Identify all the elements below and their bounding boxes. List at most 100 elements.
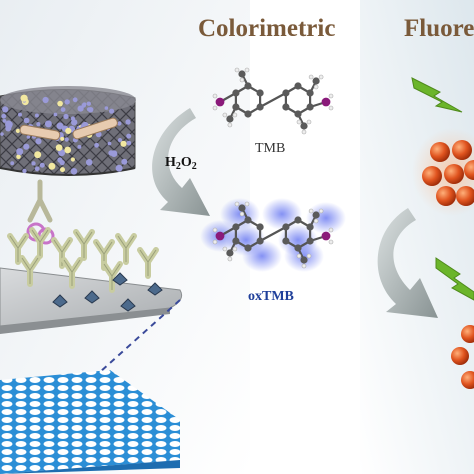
nanozyme-dot: [26, 135, 31, 139]
nanoparticle: [436, 186, 456, 206]
nanozyme-dot: [121, 158, 128, 165]
carbon-atom: [232, 237, 240, 245]
nanoparticle: [451, 347, 469, 365]
nanoparticle: [452, 140, 472, 160]
nanozyme-dot: [5, 120, 13, 128]
capture-antibodies: [7, 227, 159, 293]
nanozyme-dot: [16, 148, 24, 156]
pyramid-icon: [120, 298, 136, 312]
nanoparticle: [422, 166, 442, 186]
nanozyme-dot: [117, 138, 123, 143]
hydrogen-atom: [328, 227, 334, 233]
antibody-linker: [27, 179, 53, 223]
nanozyme-dot: [55, 144, 63, 152]
methyl-carbon: [238, 204, 246, 212]
carbon-atom: [282, 103, 290, 111]
carbon-atom: [282, 237, 290, 245]
nanozyme-dot: [107, 141, 112, 146]
hydrogen-atom: [318, 74, 324, 80]
background-right: [360, 0, 474, 474]
nanoparticle: [461, 325, 474, 343]
nanozyme-dot: [60, 107, 66, 112]
hydrogen-atom: [227, 122, 233, 128]
hydrogen-atom: [296, 119, 302, 125]
hydrogen-atom: [212, 227, 218, 233]
nanozyme-dot: [23, 143, 30, 150]
glow-blob: [306, 202, 346, 234]
antibody-icon: [115, 233, 137, 265]
antibody-icon: [73, 229, 95, 261]
antibody-icon: [19, 255, 41, 287]
hydrogen-atom: [301, 129, 307, 135]
nanozyme-dot: [117, 121, 122, 126]
nanozyme-dot: [57, 100, 63, 107]
carbon-atom: [232, 103, 240, 111]
nanozyme-dot: [64, 99, 70, 105]
carbon-atom: [294, 82, 302, 90]
carbon-atom: [306, 103, 314, 111]
nitrogen-atom: [321, 231, 331, 241]
nanozyme-dot: [1, 113, 7, 119]
nanozyme-dot: [31, 161, 36, 166]
methyl-carbon: [238, 70, 246, 78]
pyramid-icon: [112, 272, 128, 286]
tmb-label: TMB: [255, 141, 285, 156]
hydrogen-atom: [328, 239, 334, 245]
hydrogen-atom: [222, 112, 228, 118]
methyl-carbon: [312, 77, 320, 85]
h2o2-label: H2O2: [165, 155, 197, 172]
hydrogen-atom: [301, 263, 307, 269]
carbon-atom: [256, 223, 264, 231]
nanozyme-dot: [48, 162, 56, 170]
carbon-atom: [244, 82, 252, 90]
nanoparticle: [464, 160, 474, 180]
hydrogen-atom: [234, 201, 240, 207]
hydrogen-atom: [306, 253, 312, 259]
nanozyme-dot: [34, 113, 39, 118]
hydrogen-atom: [234, 67, 240, 73]
hydrogen-atom: [232, 246, 238, 252]
hydrogen-atom: [222, 246, 228, 252]
hydrogen-atom: [308, 208, 314, 214]
fluorescence-title-partial: Fluore: [404, 15, 474, 42]
nanoparticle: [444, 164, 464, 184]
nanozyme-dot: [94, 142, 99, 148]
hydrogen-atom: [328, 93, 334, 99]
blocking-pyramids: [52, 272, 163, 312]
nanozyme-dot: [85, 159, 93, 166]
nanozyme-dot: [2, 119, 7, 123]
hydrogen-atom: [296, 253, 302, 259]
lightning-icon-top: [411, 77, 463, 113]
nanozyme-dot: [86, 107, 92, 112]
nanozyme-dot: [2, 106, 9, 113]
nanozyme-dot: [71, 119, 78, 126]
hydrogen-atom: [313, 218, 319, 224]
carbon-atom: [244, 244, 252, 252]
antibody-icon: [7, 233, 29, 265]
glow-blob: [278, 224, 318, 256]
carbon-atom: [256, 103, 264, 111]
oxtmb-molecule: [212, 201, 334, 269]
hydrogen-atom: [239, 211, 245, 217]
nitrogen-atom: [215, 231, 225, 241]
nanozyme-dot: [39, 162, 45, 168]
nanozyme-dot: [104, 106, 109, 110]
hydrogen-atom: [227, 256, 233, 262]
hydrogen-atom: [212, 93, 218, 99]
carbon-atom: [256, 89, 264, 97]
hydrogen-atom: [212, 105, 218, 111]
hydrogen-atom: [212, 239, 218, 245]
nanoparticle: [461, 371, 474, 389]
nanozyme-dot: [34, 151, 42, 159]
carbon-atom: [306, 223, 314, 231]
nanozyme-rods: [19, 117, 118, 141]
colorimetric-title: Colorimetric: [198, 15, 335, 42]
nanozyme-dot: [125, 119, 131, 125]
reaction-arrow-left: [152, 108, 210, 216]
oxtmb-label: oxTMB: [248, 289, 294, 304]
carbon-atom: [244, 216, 252, 224]
hydrogen-atom: [313, 84, 319, 90]
carbon-atom: [244, 110, 252, 118]
carbon-atom: [294, 216, 302, 224]
antibody-icon: [101, 261, 123, 293]
